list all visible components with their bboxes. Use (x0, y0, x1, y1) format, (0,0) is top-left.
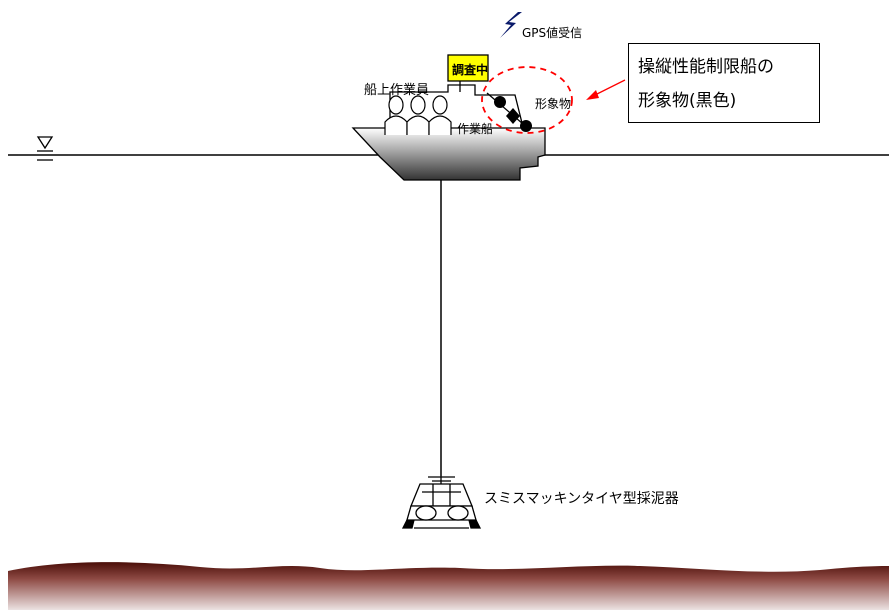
ship-hull (351, 127, 546, 181)
sampler-label: スミスマッキンタイヤ型採泥器 (484, 491, 679, 507)
seabed (8, 562, 889, 610)
callout-line-1: 操縦性能制限船の (638, 57, 774, 77)
callout-line-2: 形象物(黒色) (638, 91, 737, 111)
crew-label: 船上作業員 (364, 83, 430, 98)
gps-label: GPS値受信 (522, 26, 583, 40)
callout-arrow (586, 79, 626, 100)
survey-sign (447, 54, 489, 82)
callout-box: 操縦性能制限船の 形象物(黒色) (628, 43, 820, 123)
survey-sign-label: 調査中 (452, 63, 489, 77)
water-level-marker (36, 136, 54, 161)
vessel-label: 作業船 (457, 122, 494, 136)
day-shapes (486, 92, 532, 132)
gps-lightning-icon (500, 12, 522, 38)
crew-figures (384, 95, 452, 135)
day-shape-label: 形象物 (535, 97, 572, 111)
sampler-device (401, 476, 482, 529)
shape-highlight-ellipse (481, 66, 573, 134)
